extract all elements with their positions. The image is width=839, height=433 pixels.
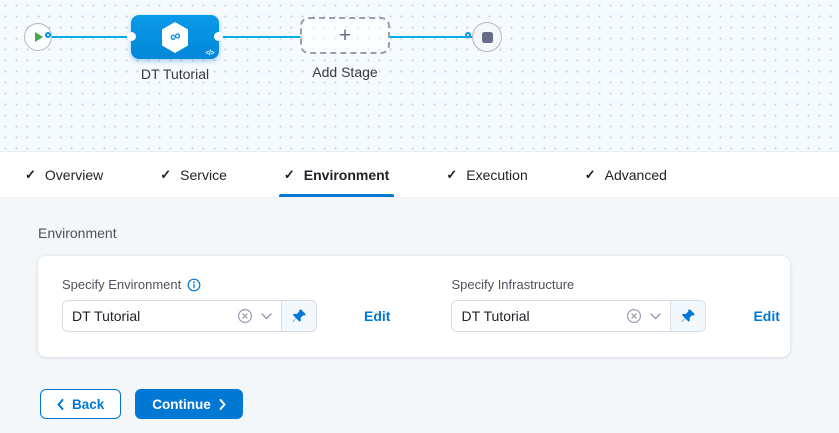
back-button[interactable]: Back xyxy=(40,389,122,419)
clear-icon[interactable] xyxy=(626,308,642,324)
infrastructure-select[interactable] xyxy=(451,300,707,332)
field-label: Specify Environment xyxy=(62,277,182,292)
stage-node-dt-tutorial[interactable]: ∞ </> xyxy=(127,15,223,59)
environment-card: Specify Environment xyxy=(38,256,790,357)
plus-icon: + xyxy=(338,23,352,47)
stage-port-left xyxy=(127,32,136,41)
tab-label: Service xyxy=(180,166,227,183)
check-icon: ✓ xyxy=(283,166,295,182)
tab-label: Advanced xyxy=(604,166,667,183)
connector-line xyxy=(219,36,302,38)
deployment-hexagon-icon: ∞ xyxy=(160,21,190,54)
field-label: Specify Infrastructure xyxy=(451,277,575,292)
check-icon: ✓ xyxy=(584,166,596,182)
infrastructure-edit-link[interactable]: Edit xyxy=(753,308,780,324)
back-button-label: Back xyxy=(72,396,105,412)
connector-line xyxy=(390,36,472,38)
connector-port-icon[interactable] xyxy=(465,32,471,38)
code-icon[interactable]: </> xyxy=(205,50,214,57)
continue-button-label: Continue xyxy=(152,396,211,412)
tab-service[interactable]: ✓ Service xyxy=(160,152,227,197)
pin-button[interactable] xyxy=(670,301,706,331)
tab-overview[interactable]: ✓ Overview xyxy=(25,152,103,197)
wizard-footer: Back Continue xyxy=(40,389,839,419)
pin-icon xyxy=(681,309,696,323)
tab-execution[interactable]: ✓ Execution xyxy=(446,152,527,197)
environment-edit-link[interactable]: Edit xyxy=(364,308,391,324)
info-icon[interactable] xyxy=(187,278,201,292)
environment-field-group: Specify Environment xyxy=(62,277,390,332)
environment-tab-panel: Environment Specify Environment xyxy=(0,198,839,433)
tab-environment[interactable]: ✓ Environment xyxy=(278,152,395,197)
pipeline-canvas[interactable]: ∞ </> DT Tutorial + Add Stage xyxy=(0,0,839,152)
connector-line xyxy=(50,36,133,38)
check-icon: ✓ xyxy=(446,166,458,182)
chevron-down-icon[interactable] xyxy=(650,312,662,320)
chevron-down-icon[interactable] xyxy=(261,312,272,320)
tab-label: Environment xyxy=(303,166,390,183)
section-heading: Environment xyxy=(38,225,117,241)
infrastructure-select-input[interactable] xyxy=(461,308,619,324)
pin-icon xyxy=(292,309,306,323)
tab-advanced[interactable]: ✓ Advanced xyxy=(585,152,667,197)
environment-select-input[interactable] xyxy=(72,308,229,324)
play-icon xyxy=(33,31,44,43)
chevron-right-icon xyxy=(219,398,226,410)
add-stage-label: Add Stage xyxy=(312,64,378,80)
check-icon: ✓ xyxy=(160,166,172,182)
pin-button[interactable] xyxy=(281,301,316,331)
tab-label: Execution xyxy=(466,166,528,183)
infrastructure-field-group: Specify Infrastructure xyxy=(451,277,780,332)
stage-label: DT Tutorial xyxy=(140,66,210,82)
tab-label: Overview xyxy=(44,166,104,183)
stage-config-tabs: ✓ Overview ✓ Service ✓ Environment ✓ Exe… xyxy=(0,152,839,198)
clear-icon[interactable] xyxy=(237,308,253,324)
add-stage-button[interactable]: + xyxy=(300,17,390,54)
check-icon: ✓ xyxy=(25,166,36,182)
stop-icon xyxy=(481,31,493,43)
continue-button[interactable]: Continue xyxy=(135,389,243,419)
stage-port-right xyxy=(214,32,223,41)
connector-port-icon[interactable] xyxy=(45,32,51,38)
chevron-left-icon xyxy=(57,398,64,410)
environment-select[interactable] xyxy=(62,300,317,332)
pipeline-end-node[interactable] xyxy=(472,22,502,52)
